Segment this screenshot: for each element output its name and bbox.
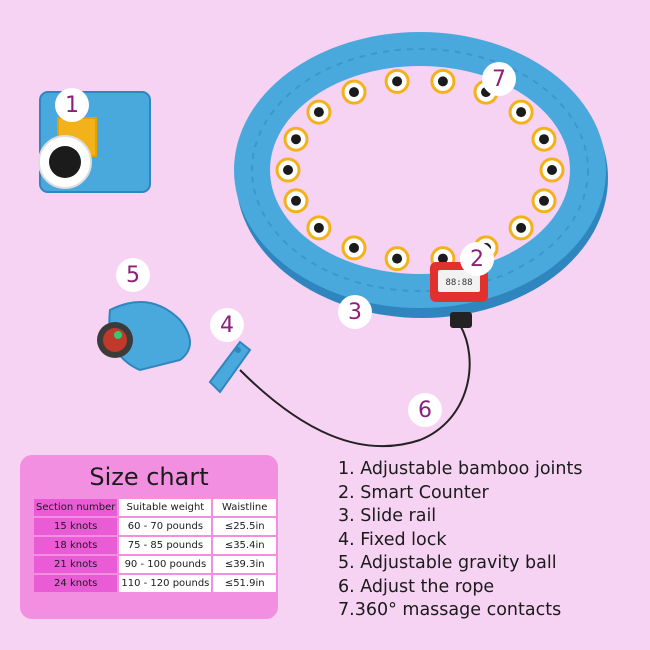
badge-3: 3 bbox=[338, 295, 372, 329]
size-chart-title: Size chart bbox=[89, 463, 209, 491]
massage-contact-center bbox=[291, 195, 301, 206]
fixed-lock bbox=[208, 340, 252, 394]
header-suitable-weight: Suitable weight bbox=[119, 499, 212, 516]
rope bbox=[239, 324, 471, 448]
massage-contact-center bbox=[539, 134, 549, 145]
cell-knots: 15 knots bbox=[34, 518, 118, 535]
table-row: 21 knots 90 - 100 pounds ≤39.3in bbox=[34, 556, 276, 573]
cell-waistline: ≤25.5in bbox=[213, 518, 276, 535]
table-row: 24 knots 110 - 120 pounds ≤51.9in bbox=[34, 575, 276, 592]
badge-6: 6 bbox=[408, 393, 442, 427]
massage-contact-center bbox=[516, 222, 527, 233]
badge-1: 1 bbox=[55, 88, 89, 122]
massage-contact-center bbox=[291, 134, 301, 145]
cell-waistline: ≤35.4in bbox=[213, 537, 276, 554]
gravity-ball bbox=[97, 301, 191, 372]
counter-display: 88:88 bbox=[445, 278, 472, 288]
cell-knots: 21 knots bbox=[34, 556, 118, 573]
list-item: 4. Fixed lock bbox=[338, 529, 447, 550]
cell-knots: 24 knots bbox=[34, 575, 118, 592]
massage-contact-center bbox=[547, 165, 557, 175]
list-item: 1. Adjustable bamboo joints bbox=[338, 459, 583, 479]
massage-contact-center bbox=[392, 253, 403, 264]
cell-weight: 75 - 85 pounds bbox=[119, 537, 212, 554]
massage-contact-center bbox=[283, 165, 293, 175]
table-row: 15 knots 60 - 70 pounds ≤25.5in bbox=[34, 518, 276, 535]
cell-knots: 18 knots bbox=[34, 537, 118, 554]
cell-waistline: ≤39.3in bbox=[213, 556, 276, 573]
badge-4: 4 bbox=[210, 308, 244, 342]
massage-contacts bbox=[275, 68, 565, 272]
cell-weight: 60 - 70 pounds bbox=[119, 518, 212, 535]
list-item: 6. Adjust the rope bbox=[338, 576, 495, 597]
feature-list: 1. Adjustable bamboo joints 2. Smart Cou… bbox=[338, 458, 582, 623]
list-item: 5. Adjustable gravity ball bbox=[338, 553, 557, 573]
badge-5: 5 bbox=[116, 258, 150, 292]
header-waistline: Waistline bbox=[213, 499, 276, 516]
massage-contact-center bbox=[516, 107, 527, 118]
massage-contact-center bbox=[313, 107, 324, 118]
list-item: 2. Smart Counter bbox=[338, 482, 489, 503]
massage-contact-center bbox=[437, 76, 448, 87]
cell-weight: 90 - 100 pounds bbox=[119, 556, 212, 573]
size-table: Section number Suitable weight Waistline… bbox=[32, 497, 278, 594]
massage-contact-center bbox=[349, 242, 359, 253]
badge-7: 7 bbox=[482, 62, 516, 96]
cell-weight: 110 - 120 pounds bbox=[119, 575, 212, 592]
massage-contact-center bbox=[313, 222, 324, 233]
table-header-row: Section number Suitable weight Waistline bbox=[34, 499, 276, 516]
list-item: 7.360° massage contacts bbox=[338, 600, 562, 620]
badge-2: 2 bbox=[460, 242, 494, 276]
cell-waistline: ≤51.9in bbox=[213, 575, 276, 592]
header-section-number: Section number bbox=[34, 499, 118, 516]
list-item: 3. Slide rail bbox=[338, 506, 437, 526]
massage-contact-center bbox=[437, 253, 448, 264]
massage-contact-center bbox=[392, 76, 403, 87]
massage-contact-center bbox=[539, 195, 549, 206]
size-chart: Size chart Section number Suitable weigh… bbox=[20, 455, 278, 619]
massage-contact-center bbox=[349, 87, 359, 98]
table-row: 18 knots 75 - 85 pounds ≤35.4in bbox=[34, 537, 276, 554]
